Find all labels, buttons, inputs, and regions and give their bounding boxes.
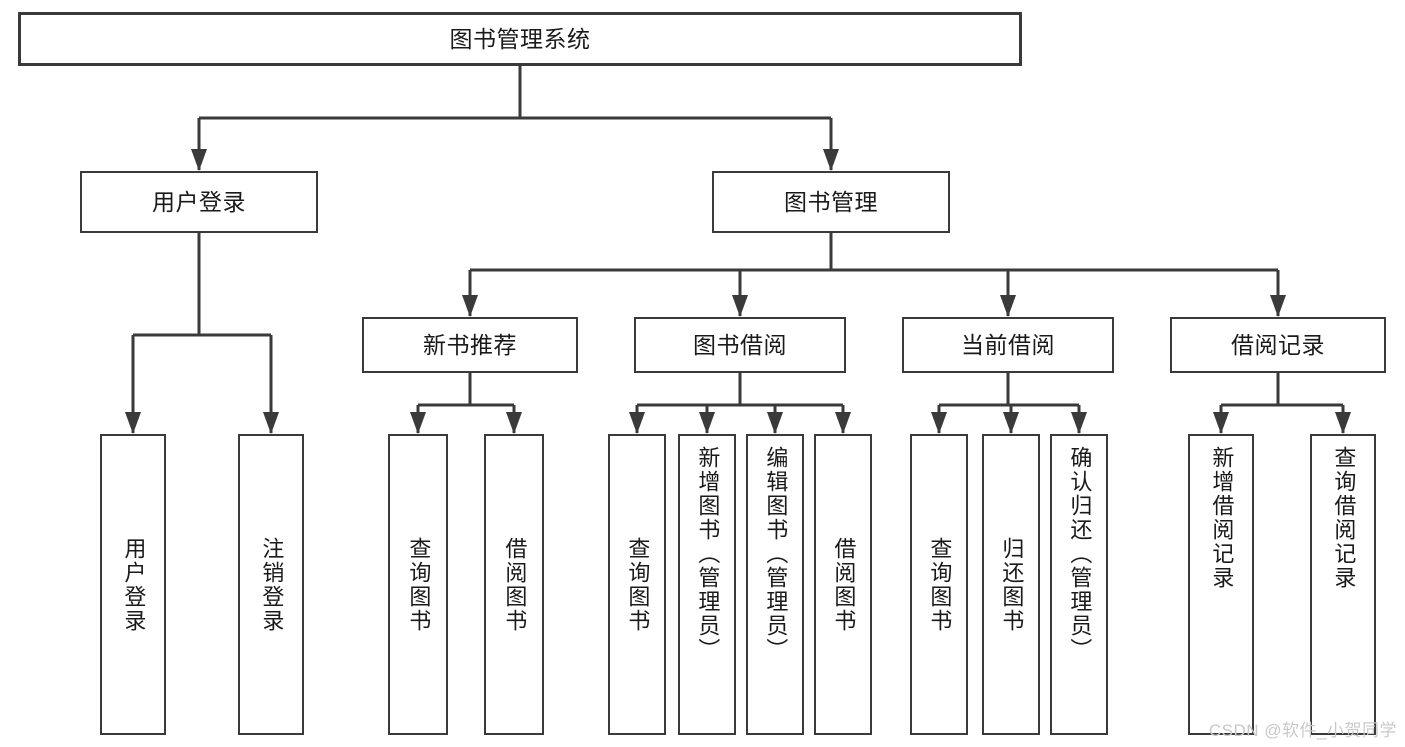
- node-new-book-rec[interactable]: 新书推荐: [362, 317, 578, 373]
- node-label: 新书推荐: [423, 331, 517, 358]
- arrowhead: [835, 412, 851, 434]
- node-leaf-return-book[interactable]: 归还图书: [982, 434, 1040, 735]
- arrowhead: [263, 412, 279, 434]
- node-label: 图书借阅: [693, 331, 787, 358]
- node-label: 用户登录: [152, 188, 246, 215]
- node-leaf-user-logout[interactable]: 注销登录: [238, 434, 304, 735]
- node-user-login[interactable]: 用户登录: [80, 171, 318, 233]
- node-label: 图书管理系统: [449, 25, 591, 52]
- arrowhead: [191, 149, 207, 171]
- node-book-borrow[interactable]: 图书借阅: [634, 317, 846, 373]
- node-leaf-query-book-2[interactable]: 查询图书: [608, 434, 666, 735]
- node-leaf-query-book-3[interactable]: 查询图书: [910, 434, 968, 735]
- node-label: 当前借阅: [961, 331, 1055, 358]
- node-leaf-query-record[interactable]: 查询借阅记录: [1310, 434, 1376, 735]
- arrowhead: [699, 412, 715, 434]
- node-leaf-confirm-ret[interactable]: 确认归还（管理员）: [1050, 434, 1108, 735]
- arrowhead: [1213, 412, 1229, 434]
- node-label: 借阅图书: [831, 536, 857, 633]
- node-label: 借阅图书: [502, 536, 528, 633]
- node-leaf-add-record[interactable]: 新增借阅记录: [1188, 434, 1254, 735]
- node-leaf-edit-book[interactable]: 编辑图书（管理员）: [746, 434, 804, 735]
- node-leaf-add-book[interactable]: 新增图书（管理员）: [678, 434, 736, 735]
- node-leaf-borrow-book-1[interactable]: 借阅图书: [484, 434, 544, 735]
- node-label: 查询图书: [927, 536, 953, 633]
- node-leaf-query-book-1[interactable]: 查询图书: [388, 434, 448, 735]
- node-label: 新增借阅记录: [1209, 446, 1235, 590]
- arrowhead: [732, 295, 748, 317]
- node-label: 查询借阅记录: [1331, 446, 1357, 590]
- arrowhead: [125, 412, 141, 434]
- node-borrow-record[interactable]: 借阅记录: [1170, 317, 1386, 373]
- watermark: CSDN @软件_小贺同学: [1208, 721, 1397, 740]
- arrowhead: [1071, 412, 1087, 434]
- node-label: 借阅记录: [1231, 331, 1325, 358]
- node-book-manage[interactable]: 图书管理: [712, 171, 950, 233]
- arrowhead: [462, 295, 478, 317]
- node-leaf-borrow-book-2[interactable]: 借阅图书: [814, 434, 872, 735]
- node-label: 查询图书: [625, 536, 651, 633]
- arrowhead: [931, 412, 947, 434]
- arrowhead: [410, 412, 426, 434]
- node-label: 注销登录: [259, 536, 285, 633]
- node-current-borrow[interactable]: 当前借阅: [902, 317, 1114, 373]
- node-label: 确认归还（管理员）: [1067, 446, 1093, 662]
- node-label: 新增图书（管理员）: [695, 446, 721, 662]
- node-leaf-user-login[interactable]: 用户登录: [100, 434, 166, 735]
- arrowhead: [1270, 295, 1286, 317]
- arrowhead: [1003, 412, 1019, 434]
- node-label: 归还图书: [999, 536, 1025, 633]
- node-label: 图书管理: [784, 188, 878, 215]
- arrowhead: [823, 149, 839, 171]
- node-label: 编辑图书（管理员）: [763, 446, 789, 662]
- node-root[interactable]: 图书管理系统: [18, 12, 1022, 66]
- arrowhead: [1000, 295, 1016, 317]
- node-label: 查询图书: [406, 536, 432, 633]
- arrowhead: [767, 412, 783, 434]
- arrowhead: [506, 412, 522, 434]
- arrowhead: [1335, 412, 1351, 434]
- arrowhead: [629, 412, 645, 434]
- node-label: 用户登录: [121, 536, 147, 633]
